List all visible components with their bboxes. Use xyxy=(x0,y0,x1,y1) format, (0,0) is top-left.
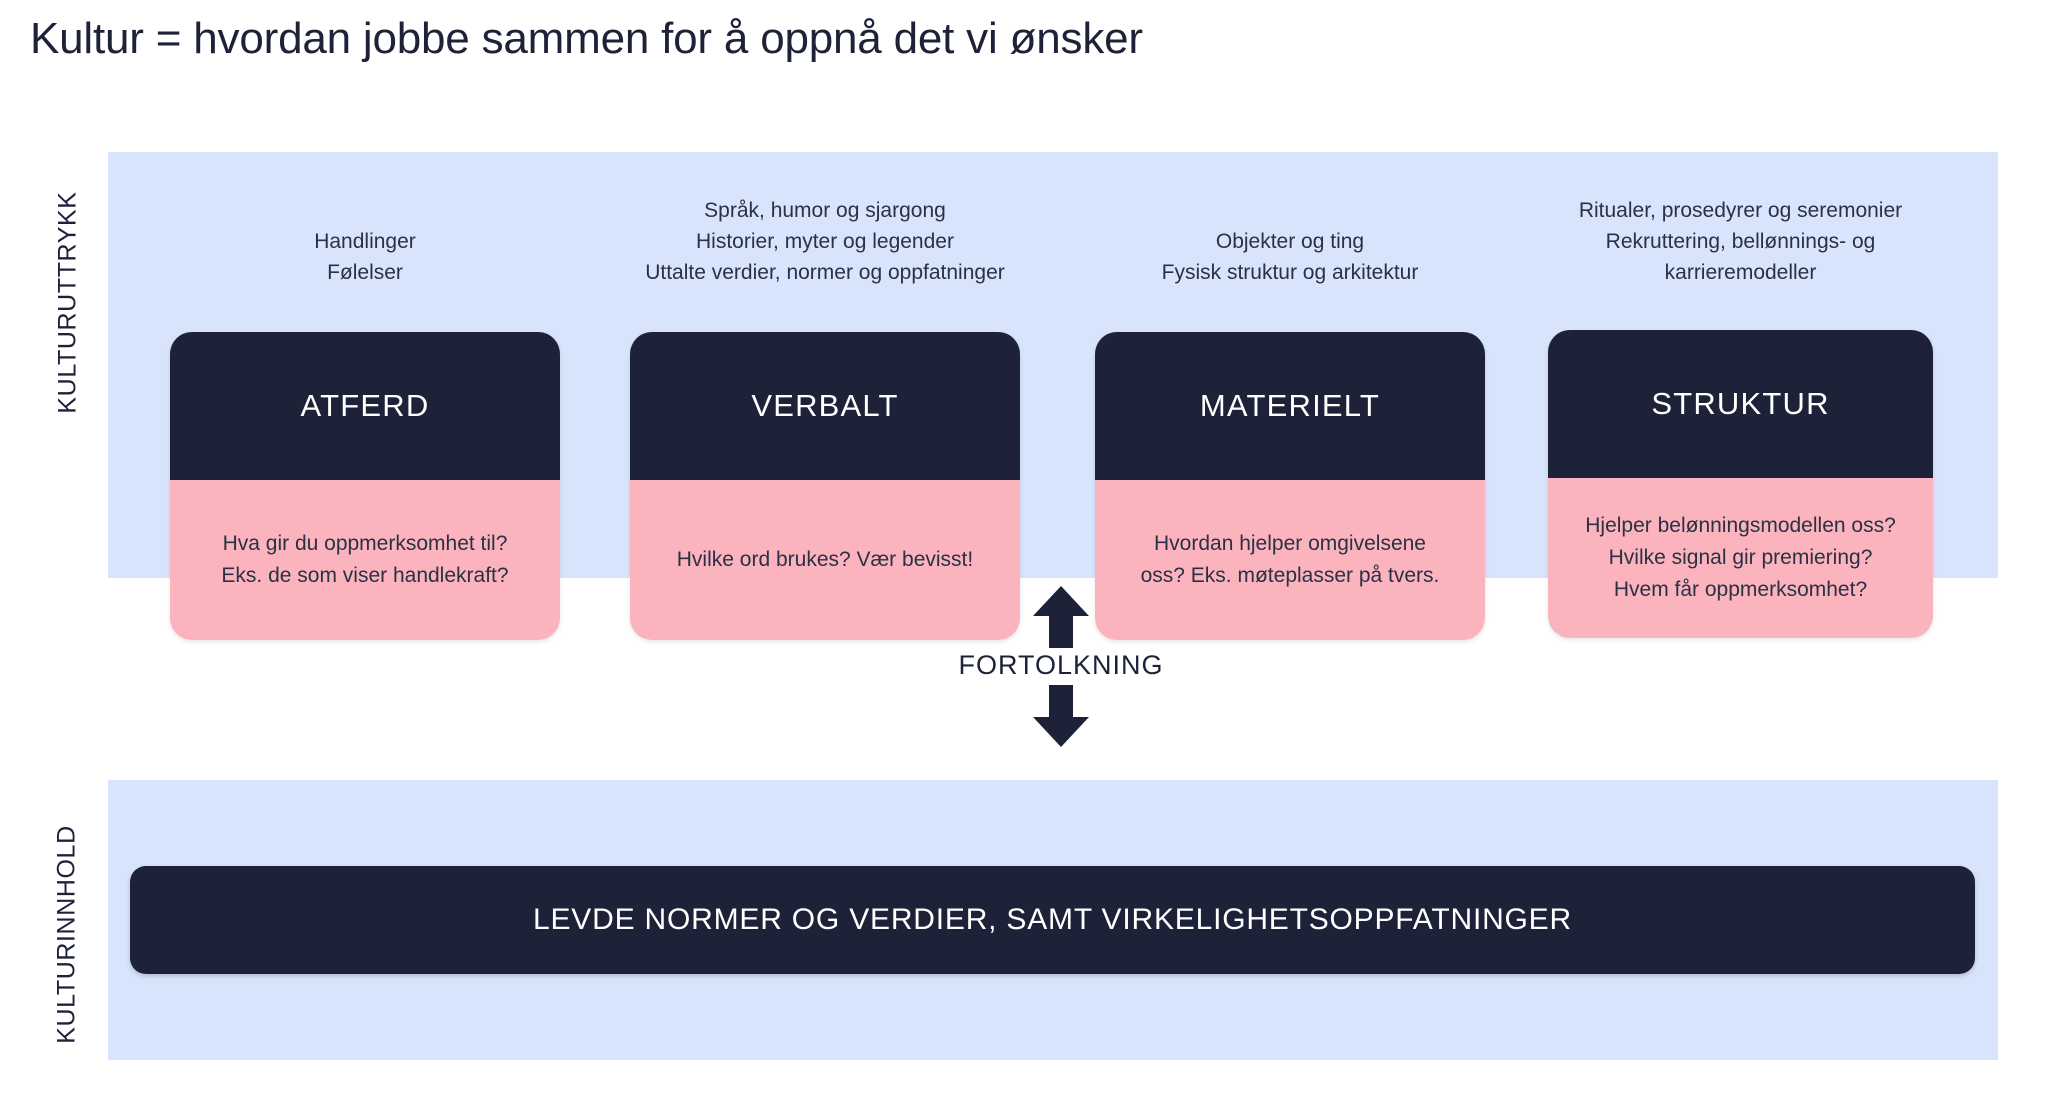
card-body-atferd: Hva gir du oppmerksomhet til? Eks. de so… xyxy=(170,480,560,640)
kulturinnhold-bar-label: LEVDE NORMER OG VERDIER, SAMT VIRKELIGHE… xyxy=(533,903,1572,936)
column-header-atferd: Handlinger Følelser xyxy=(170,226,560,288)
column-materielt: Objekter og ting Fysisk struktur og arki… xyxy=(1095,152,1485,652)
card-body-line: Hva gir du oppmerksomhet til? xyxy=(222,532,508,555)
card-body-line: Hvilke ord brukes? Vær bevisst! xyxy=(676,548,974,571)
column-header-materielt: Objekter og ting Fysisk struktur og arki… xyxy=(1095,226,1485,288)
column-atferd: Handlinger Følelser ATFERD Hva gir du op… xyxy=(170,152,560,652)
column-struktur: Ritualer, prosedyrer og seremonier Rekru… xyxy=(1548,152,1933,652)
card-title-verbalt: VERBALT xyxy=(630,332,1020,480)
card-body-line: Hvilke signal gir premiering? xyxy=(1608,546,1873,569)
card-struktur[interactable]: STRUKTUR Hjelper belønningsmodellen oss?… xyxy=(1548,330,1933,638)
card-body-line: oss? Eks. møteplasser på tvers. xyxy=(1140,564,1440,587)
page-title: Kultur = hvordan jobbe sammen for å oppn… xyxy=(30,14,1143,63)
card-body-materielt: Hvordan hjelper omgivelsene oss? Eks. mø… xyxy=(1095,480,1485,640)
card-body-line: Hjelper belønningsmodellen oss? xyxy=(1585,514,1896,537)
column-header-line: Språk, humor og sjargong xyxy=(704,199,946,222)
column-header-line: Uttalte verdier, normer og oppfatninger xyxy=(645,261,1005,284)
card-body-line: Hvem får oppmerksomhet? xyxy=(1613,578,1868,601)
card-body-struktur: Hjelper belønningsmodellen oss? Hvilke s… xyxy=(1548,478,1933,638)
column-header-verbalt: Språk, humor og sjargong Historier, myte… xyxy=(630,195,1020,288)
column-header-line: Historier, myter og legender xyxy=(696,230,954,253)
column-header-line: Handlinger xyxy=(314,230,416,253)
column-header-line: Fysisk struktur og arkitektur xyxy=(1161,261,1419,284)
column-header-line: karrieremodeller xyxy=(1664,261,1817,284)
card-title-materielt: MATERIELT xyxy=(1095,332,1485,480)
column-header-line: Rekruttering, bellønnings- og xyxy=(1605,230,1876,253)
axis-label-kulturinnhold: KULTURINNHOLD xyxy=(52,825,81,1044)
card-materielt[interactable]: MATERIELT Hvordan hjelper omgivelsene os… xyxy=(1095,332,1485,640)
interpretation-label: FORTOLKNING xyxy=(958,650,1164,680)
axis-label-kulturuttrykk: KULTURUTTRYKK xyxy=(53,191,82,414)
column-header-struktur: Ritualer, prosedyrer og seremonier Rekru… xyxy=(1548,195,1933,288)
card-title-struktur: STRUKTUR xyxy=(1548,330,1933,478)
kulturinnhold-bar[interactable]: LEVDE NORMER OG VERDIER, SAMT VIRKELIGHE… xyxy=(130,866,1975,974)
card-body-verbalt: Hvilke ord brukes? Vær bevisst! xyxy=(630,480,1020,640)
card-body-line: Hvordan hjelper omgivelsene xyxy=(1154,532,1426,555)
card-body-line: Eks. de som viser handlekraft? xyxy=(221,564,509,587)
arrow-up-icon xyxy=(1033,586,1089,648)
arrow-down-icon xyxy=(1033,685,1089,747)
card-title-atferd: ATFERD xyxy=(170,332,560,480)
column-verbalt: Språk, humor og sjargong Historier, myte… xyxy=(630,152,1020,652)
column-header-line: Objekter og ting xyxy=(1215,230,1365,253)
interpretation-group: FORTOLKNING xyxy=(906,586,1216,747)
column-header-line: Ritualer, prosedyrer og seremonier xyxy=(1578,199,1903,222)
column-header-line: Følelser xyxy=(327,261,403,284)
card-verbalt[interactable]: VERBALT Hvilke ord brukes? Vær bevisst! xyxy=(630,332,1020,640)
card-atferd[interactable]: ATFERD Hva gir du oppmerksomhet til? Eks… xyxy=(170,332,560,640)
